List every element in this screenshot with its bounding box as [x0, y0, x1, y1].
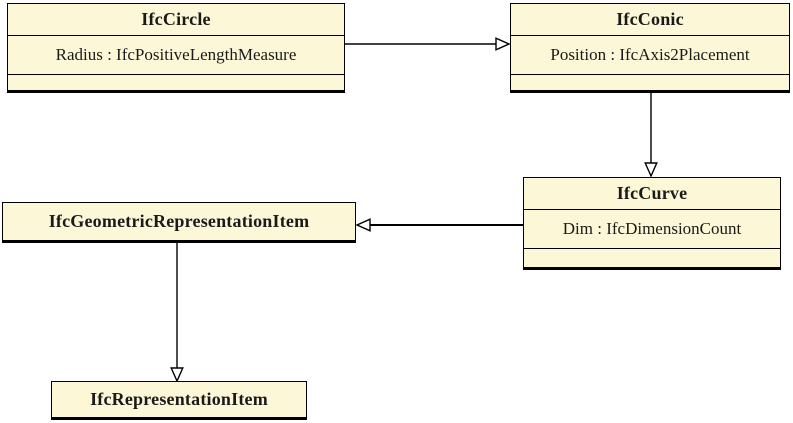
class-box-ifccircle[interactable]: IfcCircle Radius : IfcPositiveLengthMeas…: [7, 3, 345, 93]
class-attribute: Radius : IfcPositiveLengthMeasure: [8, 36, 344, 75]
generalization-arrow-ifcconic-to-ifccurve: [644, 92, 658, 178]
hollow-triangle-icon: [355, 218, 371, 232]
class-title: IfcRepresentationItem: [90, 389, 268, 409]
hollow-triangle-icon: [495, 37, 511, 51]
class-title: IfcGeometricRepresentationItem: [48, 211, 310, 231]
generalization-arrow-ifccircle-to-ifcconic: [345, 37, 511, 51]
class-title: IfcCurve: [524, 178, 780, 210]
class-title: IfcConic: [511, 4, 789, 36]
class-attribute: Position : IfcAxis2Placement: [511, 36, 789, 75]
hollow-triangle-icon: [170, 367, 184, 383]
class-title: IfcCircle: [8, 4, 344, 36]
operations-compartment-empty: [524, 249, 780, 267]
class-box-ifccurve[interactable]: IfcCurve Dim : IfcDimensionCount: [523, 177, 781, 270]
class-box-ifcgeometricrepresentationitem[interactable]: IfcGeometricRepresentationItem: [2, 202, 356, 243]
hollow-triangle-icon: [644, 162, 658, 178]
generalization-arrow-ifccurve-to-ifcgeometricrepresentationitem: [355, 218, 523, 232]
class-attribute: Dim : IfcDimensionCount: [524, 210, 780, 249]
class-box-ifcrepresentationitem[interactable]: IfcRepresentationItem: [51, 381, 307, 420]
operations-compartment-empty: [511, 75, 789, 90]
generalization-arrow-ifcgeometricrepresentationitem-to-ifcrepresentationitem: [170, 243, 184, 383]
class-box-ifcconic[interactable]: IfcConic Position : IfcAxis2Placement: [510, 3, 790, 93]
operations-compartment-empty: [8, 75, 344, 90]
